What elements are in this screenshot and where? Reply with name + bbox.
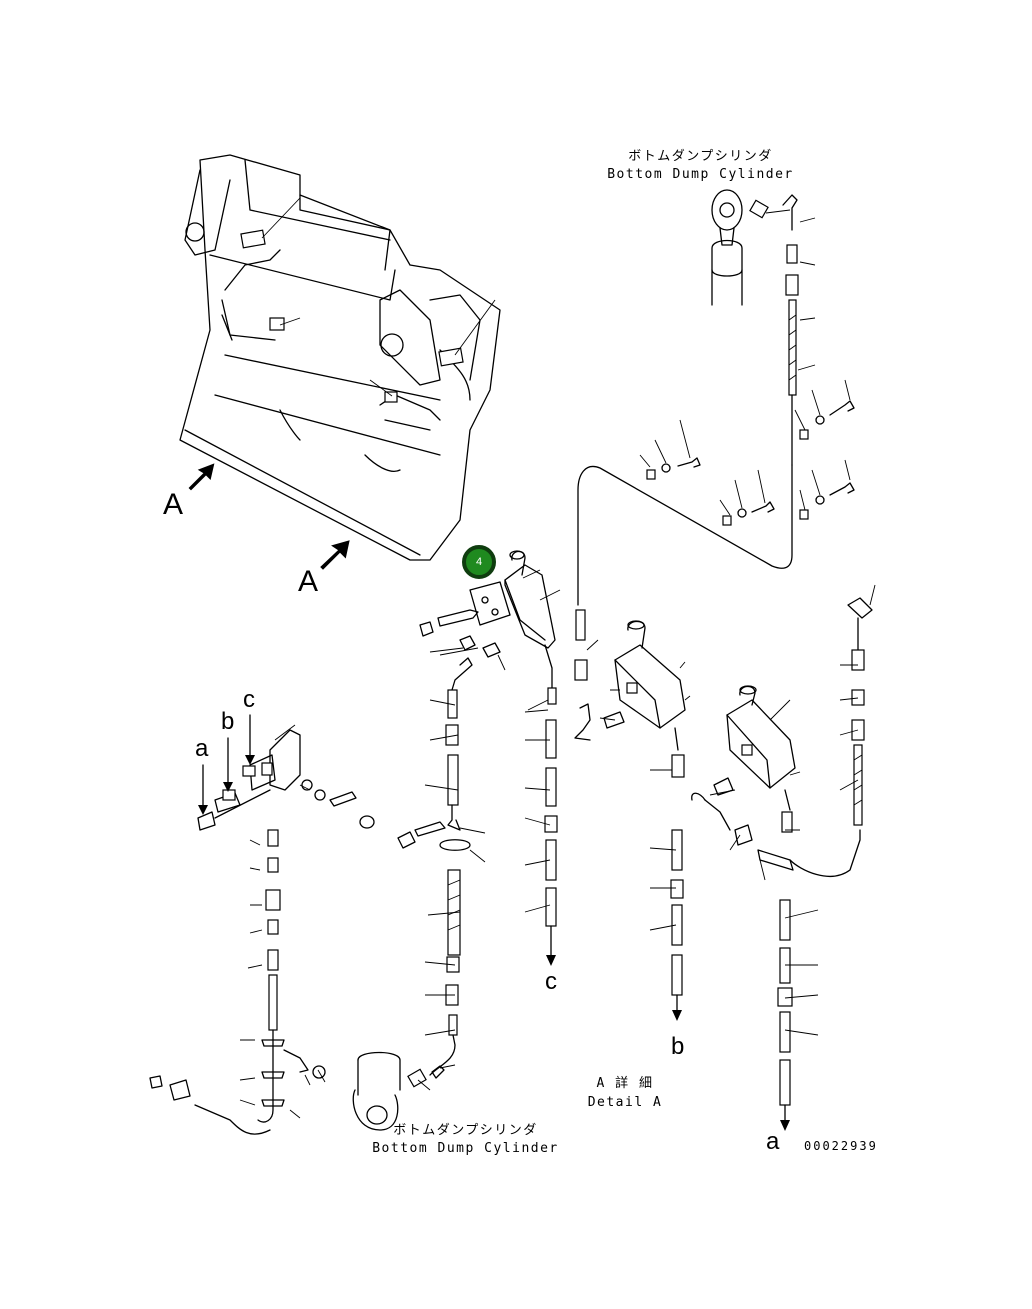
top-cylinder-en-label: Bottom Dump Cylinder: [607, 167, 794, 182]
part-callout-4[interactable]: 4: [462, 545, 496, 579]
clamp-parts-upper: [639, 379, 855, 526]
loader-frame: [179, 154, 501, 561]
left-tube-string: [397, 689, 486, 1076]
connector-c-label: c: [243, 686, 255, 713]
detail-middle-valve: [574, 609, 691, 1021]
connector-c-bottom-label: c: [545, 968, 557, 995]
connector-b-bottom-label: b: [671, 1033, 685, 1060]
view-a-label-2: A: [298, 565, 319, 598]
bottom-cylinder-jp-label: ボトムダンプシリンダ: [393, 1123, 538, 1138]
tube-string-c: [524, 709, 558, 966]
view-a-label: A: [163, 488, 184, 521]
view-arrow-icon: [320, 540, 350, 570]
detail-right-valve: [691, 584, 876, 1131]
bottom-cylinder-en-label: Bottom Dump Cylinder: [372, 1141, 559, 1156]
hose-line: [577, 464, 793, 606]
bottom-dump-cylinder: [352, 1051, 456, 1131]
top-cylinder-jp-label: ボトムダンプシリンダ: [628, 149, 773, 164]
valve-bracket: [419, 550, 561, 711]
drawing-number: 00022939: [804, 1139, 878, 1153]
connector-a-label: a: [195, 735, 209, 762]
detail-en-label: Detail A: [587, 1095, 663, 1110]
detail-left-valve: [149, 714, 375, 1135]
view-arrow-icon: [188, 463, 215, 491]
top-dump-cylinder: [711, 189, 816, 466]
connector-a-bottom-label: a: [766, 1128, 780, 1155]
detail-jp-label: A 詳 細: [596, 1076, 654, 1091]
connector-b-label: b: [221, 708, 235, 735]
